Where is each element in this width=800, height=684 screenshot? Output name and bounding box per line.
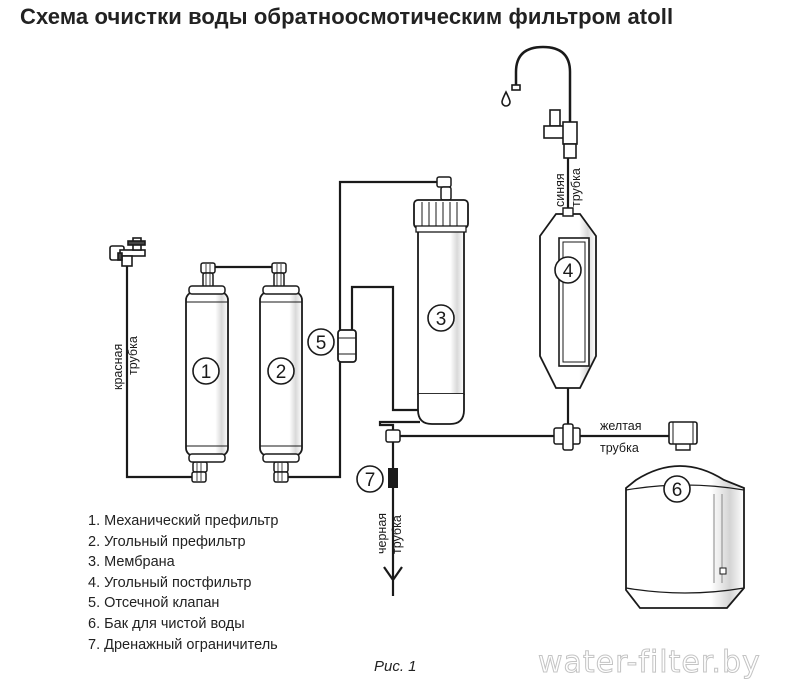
- yellow-tube-label-line1: желтая: [600, 419, 642, 433]
- badge-2-number: 2: [276, 362, 287, 383]
- water-drop-icon: [501, 90, 511, 107]
- legend-item: 5. Отсечной клапан: [88, 595, 220, 612]
- badge-4: [554, 256, 582, 284]
- faucet-icon: [501, 84, 578, 159]
- page-title: Схема очистки воды обратноосмотическим ф…: [20, 4, 674, 29]
- storage-tank-6: 6: [625, 421, 745, 609]
- badge-3: [427, 304, 455, 332]
- valve-membrane-bypass: [350, 285, 420, 412]
- legend-item: 6. Бак для чистой воды: [88, 615, 245, 632]
- badge-4-number: 4: [563, 261, 574, 282]
- red-tube-label-line1: красная: [111, 344, 125, 390]
- badge-5: [307, 328, 335, 356]
- shutoff-valve-5: 5: [307, 328, 357, 363]
- badge-6: [663, 475, 691, 503]
- figure-caption: Рис. 1: [374, 658, 417, 675]
- badge-1-number: 1: [201, 362, 212, 383]
- watermark: water-filter.by: [538, 645, 761, 681]
- fitting-icon: [273, 461, 289, 483]
- component-legend: 1. Механический префильтр 2. Угольный пр…: [88, 511, 278, 655]
- black-tube-label-line2: трубка: [390, 515, 404, 554]
- tank-valve-icon: [668, 421, 698, 445]
- tubing: [125, 45, 685, 580]
- red-tube: [125, 262, 196, 479]
- fitting-icon: [271, 262, 287, 288]
- badge-5-number: 5: [316, 333, 327, 354]
- legend-item: 4. Угольный постфильтр: [88, 574, 252, 591]
- prefilter-2: 2: [259, 285, 303, 463]
- drain-tube: [378, 420, 420, 468]
- legend-item: 1. Механический префильтр: [88, 513, 279, 529]
- fitting-icon: [436, 176, 452, 201]
- prefilter-1: 1: [185, 285, 229, 463]
- drain-outlet-icon: [383, 566, 403, 596]
- legend-item: 2. Угольный префильтр: [88, 533, 246, 550]
- badge-7: [356, 465, 384, 493]
- blue-tube-label-line1: синяя: [553, 173, 567, 207]
- fitting-icon: [191, 461, 208, 483]
- outlet-tube-2: [288, 360, 342, 479]
- badge-6-number: 6: [672, 480, 683, 501]
- drain-restrictor-7: 7: [356, 465, 403, 596]
- legend-item: 3. Мембрана: [88, 554, 175, 571]
- red-tube-label-line2: трубка: [126, 336, 140, 375]
- badge-2: [267, 357, 295, 385]
- black-tube-label-line1: черная: [375, 513, 389, 554]
- membrane-3: 3: [413, 199, 469, 425]
- yellow-tube: [400, 434, 685, 442]
- fitting-icon: [200, 262, 216, 288]
- faucet-spout: [514, 45, 572, 140]
- legend-item: 7. Дренажный ограничитель: [88, 636, 278, 653]
- badge-1: [192, 357, 220, 385]
- yellow-tube-label-line2: трубка: [600, 441, 639, 455]
- tee-fitting-icon: [553, 423, 581, 451]
- blue-tube-label-line2: трубка: [569, 168, 583, 207]
- feed-valve-icon: [109, 237, 146, 267]
- tee-fitting-icon: [385, 429, 401, 443]
- badge-3-number: 3: [436, 309, 447, 330]
- feed-tube-valve-membrane: [338, 180, 441, 332]
- postfilter-4: 4: [539, 207, 597, 389]
- badge-7-number: 7: [365, 470, 376, 491]
